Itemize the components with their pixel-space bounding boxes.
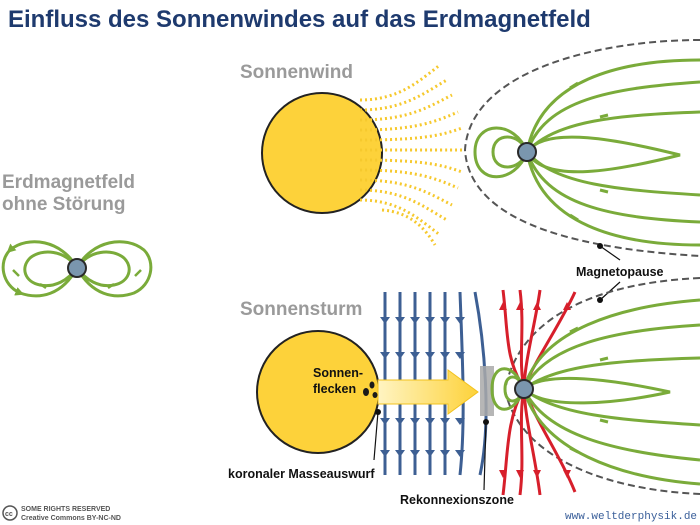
sunspots-label-line2: flecken [313,382,356,396]
cme-label: koronaler Masseauswurf [228,467,375,481]
undisturbed-field-lines [1,240,153,298]
license-line1: SOME RIGHTS RESERVED [21,506,110,513]
reconnection-point [483,419,489,425]
sun-top [261,92,383,214]
license-line2: Creative Commons BY-NC-ND [21,515,121,522]
cme-pointer [373,411,379,461]
reconnection-pointer [483,421,487,491]
solar-wind-particles [359,63,465,246]
page-title: Einfluss des Sonnenwindes auf das Erdmag… [8,6,591,33]
cc-license-badge: cc [2,505,18,521]
earth-top [517,142,537,162]
solar-wind-heading: Sonnenwind [240,62,353,83]
sunspots-label-line1: Sonnen- [313,366,363,380]
undisturbed-heading-line2: ohne Störung [2,194,125,215]
field-lines-bottom [490,298,700,486]
undisturbed-heading-line1: Erdmagnetfeld [2,172,135,193]
reconnection-label: Rekonnexionszone [400,493,514,507]
magnetopause-pointer-top [599,245,621,261]
solar-storm-heading: Sonnensturm [240,299,362,320]
magnetopause-top [463,39,700,257]
website-url[interactable]: www.weltderphysik.de [565,511,697,523]
cme-point [375,409,381,415]
field-lines-top [473,58,700,247]
magnetopause-label: Magnetopause [576,265,664,279]
earth-undisturbed [67,258,87,278]
storm-line-arrows [380,317,465,457]
sunspots [363,381,378,398]
reconnection-zone-marker [480,366,494,416]
cc-badge-text: cc [5,511,13,518]
earth-bottom [514,379,534,399]
cme-arrow [377,369,479,415]
reconnection-field-lines [501,289,577,496]
red-line-arrows [499,302,571,478]
